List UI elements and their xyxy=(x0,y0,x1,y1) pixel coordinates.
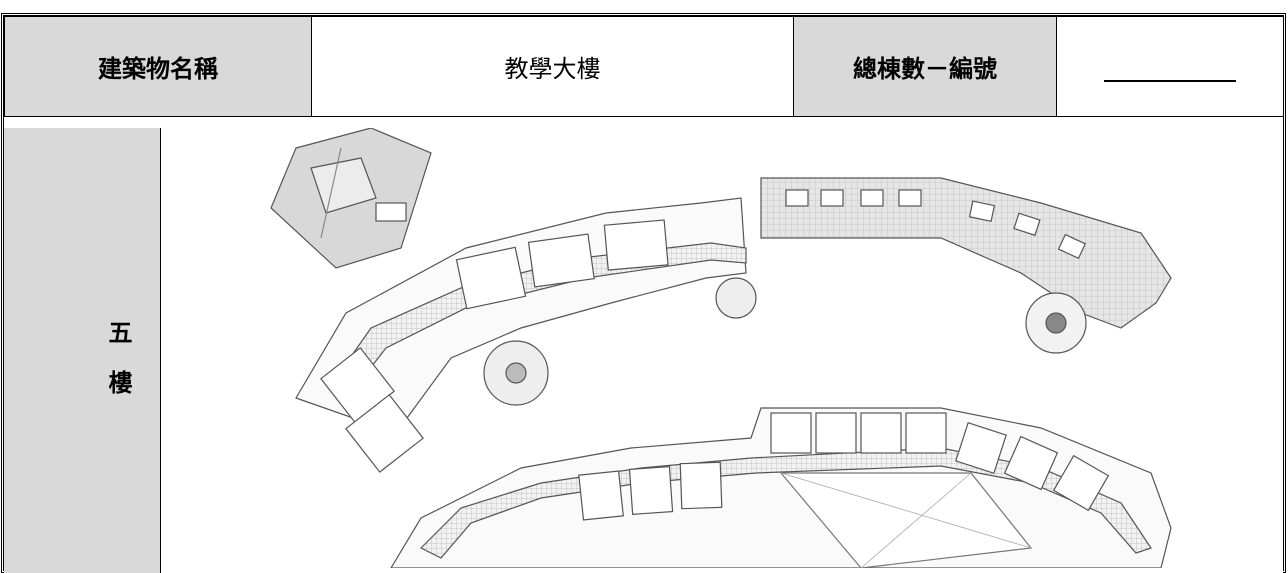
inspection-form: 建築物名稱 教學大樓 總棟數－編號 五 樓 xyxy=(1,13,1286,573)
header-table: 建築物名稱 教學大樓 總棟數－編號 xyxy=(4,16,1284,117)
building-count-field[interactable] xyxy=(1056,16,1284,117)
building-count-label: 總棟數－編號 xyxy=(793,16,1057,117)
plan-wing-northeast xyxy=(760,177,1172,354)
floor-label-column: 五 樓 xyxy=(81,128,161,573)
floor-label: 五 樓 xyxy=(81,308,160,408)
plan-block-northwest xyxy=(270,128,432,269)
plan-wing-upper xyxy=(295,197,757,473)
floor-label-char-1: 五 xyxy=(108,318,133,347)
building-name-value: 教學大樓 xyxy=(311,16,794,117)
left-margin-column xyxy=(4,128,82,573)
building-name-label: 建築物名稱 xyxy=(4,16,312,117)
floor-label-char-2: 樓 xyxy=(108,368,133,397)
plan-wing-lower xyxy=(390,407,1172,568)
floor-plan-image xyxy=(270,128,1172,568)
building-count-blank xyxy=(1104,52,1236,83)
floor-plan-area xyxy=(161,128,1283,573)
